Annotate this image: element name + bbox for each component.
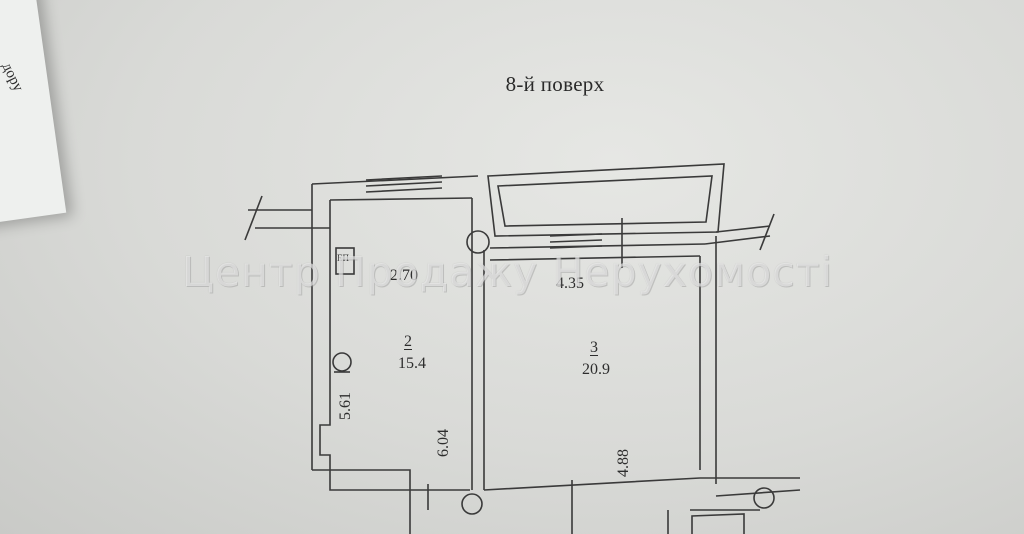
break-mark-left	[244, 195, 263, 241]
dim-room2-left: 5.61	[337, 392, 354, 420]
dim-room3-right: 4.88	[615, 449, 632, 477]
outer-wall-left	[311, 184, 411, 534]
stove-symbol	[332, 352, 352, 372]
inner-wall-left	[319, 200, 470, 491]
floor-title: 8-й поверх	[505, 72, 605, 96]
entrance-wall	[248, 209, 330, 229]
kitchen-box-label: ЕП	[337, 253, 349, 263]
partition-wall	[471, 198, 485, 490]
dim-room3-top: 4.35	[556, 275, 584, 292]
balcony-inner	[497, 175, 713, 227]
right-extension	[704, 225, 771, 245]
dim-room2-top: 2.70	[390, 267, 418, 284]
room2-number: 2	[404, 333, 412, 350]
bottom-wall-right	[483, 477, 801, 497]
kitchen-box	[335, 247, 355, 275]
watermark: Центр Продажу Нерухомості	[182, 248, 833, 296]
room3-area: 20.9	[582, 361, 610, 378]
room3-number: 3	[590, 339, 598, 356]
window-top-right	[549, 233, 603, 249]
column-right	[753, 487, 775, 509]
window-top-left	[365, 175, 443, 193]
bottom-stub	[427, 480, 760, 534]
right-wall	[699, 236, 717, 484]
top-wall-left	[311, 175, 479, 201]
column-bottom	[461, 493, 483, 515]
bath-outline	[691, 513, 745, 534]
room2-area: 15.4	[398, 355, 426, 372]
dim-room2-right: 6.04	[435, 429, 452, 457]
column-top	[466, 230, 490, 254]
break-mark-right	[759, 213, 775, 251]
